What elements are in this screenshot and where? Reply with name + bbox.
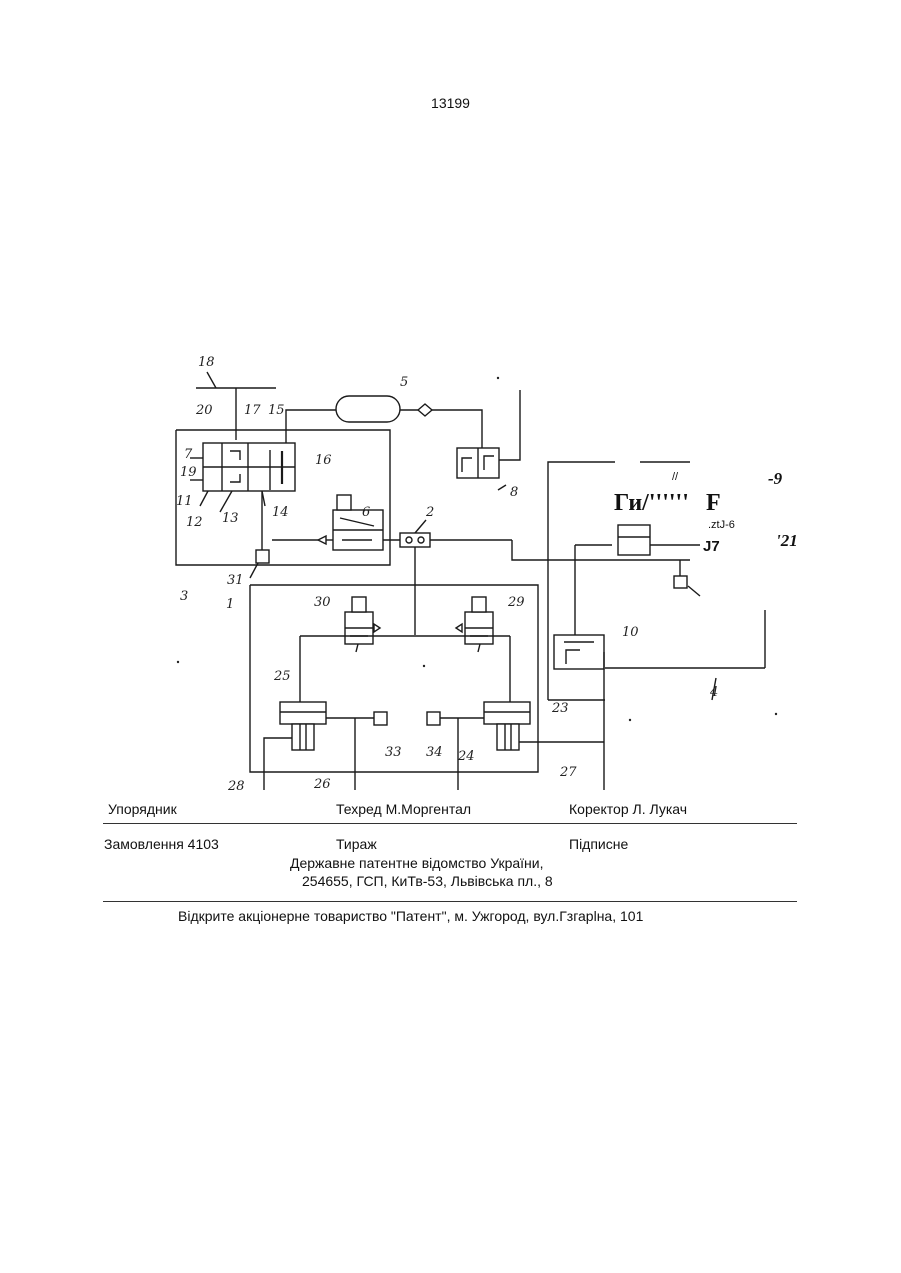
label-18: 18 [198,355,215,370]
label-25: 25 [273,669,291,684]
footer-order: Замовлення 4103 [104,836,219,852]
sensor-34 [427,712,440,725]
label-34: 34 [426,745,443,760]
label-14: 14 [272,505,289,520]
footer-office-line1: Державне патентне відомство України, [290,855,544,871]
artifact-gu: Ги/'''''' [614,490,689,516]
label-3: 3 [180,589,188,604]
reservoir-5 [286,396,482,448]
valve-30 [345,597,380,652]
label-24: 24 [457,749,475,764]
footer-tech-editor: Техред М.Моргентал [336,801,471,817]
artifact-minus9: -9 [768,469,783,488]
label-16: 16 [315,453,332,468]
label-17: 17 [244,403,261,418]
footer-office-line2: 254655, ГСП, КиТв-53, Львівська пл., 8 [302,873,553,889]
label-2: 2 [425,505,434,520]
divider-bottom [103,901,797,902]
relay-valve-group [190,443,295,512]
label-19: 19 [180,465,197,480]
label-33: 33 [385,745,402,760]
sensor-33 [374,712,387,725]
footer-subscription: Підписне [569,836,628,852]
artifact-q21: '21 [776,531,798,550]
label-10: 10 [622,625,639,640]
label-31: 31 [227,573,244,588]
label-11: 11 [176,494,193,509]
label-13: 13 [222,511,239,526]
artifact-j7: J7 [703,538,720,555]
label-1: 1 [226,597,234,612]
label-20: 20 [195,403,213,418]
label-15: 15 [268,403,285,418]
footer-corrector: Коректор Л. Лукач [569,801,687,817]
label-6: 6 [362,505,370,520]
footer-compiler: Упорядник [108,801,177,817]
valve-6 [272,495,400,550]
label-5: 5 [400,375,408,390]
label-29: 29 [507,595,525,610]
artifact-ztj: .ztJ-6 [708,519,735,531]
valve-29 [456,597,493,652]
pneumatic-circuit-diagram: 18 5 20 17 15 7 19 16 11 12 13 14 6 2 8 … [0,0,901,800]
footer-circulation: Тираж [336,836,377,852]
label-30: 30 [314,595,331,610]
divider-top [103,823,797,824]
label-28: 28 [227,779,245,794]
pipes-frame-1 [300,636,510,702]
label-26: 26 [313,777,331,792]
label-8: 8 [510,485,518,500]
valve-8 [457,390,520,490]
label-4: 4 [709,685,718,700]
artifact-slashes: // [672,471,679,483]
artifact-f: F [706,490,721,516]
cylinder-23 [440,702,604,790]
label-7: 7 [184,447,193,462]
label-12: 12 [186,515,203,530]
footer-publisher: Відкрите акціонерне товариство "Патент",… [178,908,643,924]
label-23: 23 [551,701,569,716]
label-27: 27 [559,765,577,780]
